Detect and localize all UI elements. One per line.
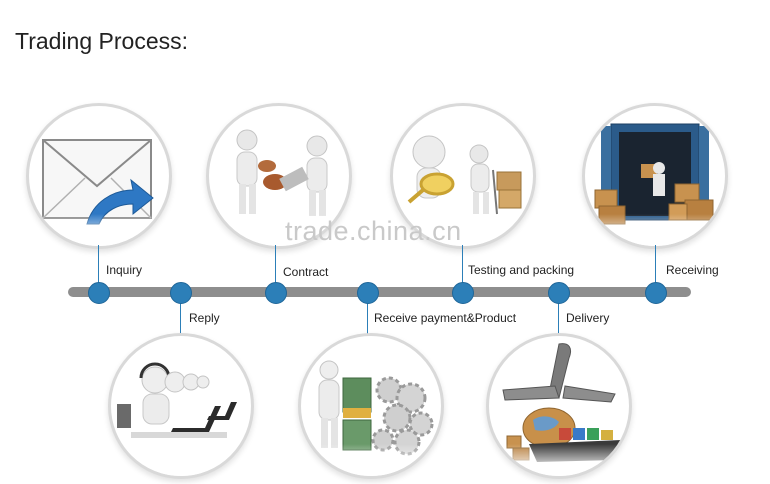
stem-inquiry [98, 245, 99, 283]
inquiry-image [26, 103, 172, 249]
node-inquiry [88, 282, 110, 304]
label-contract: Contract [283, 265, 329, 279]
call-center-icon [117, 362, 237, 438]
watermark: trade.china.cn [285, 216, 462, 246]
delivery-image [486, 333, 632, 479]
label-delivery: Delivery [566, 311, 610, 325]
label-reply: Reply [189, 311, 220, 325]
node-delivery [548, 282, 570, 304]
label-testing: Testing and packing [468, 263, 575, 277]
label-receiving: Receiving [666, 263, 719, 277]
contract-image [206, 103, 352, 249]
stem-payment [367, 302, 368, 338]
label-payment: Receive payment&Product [374, 311, 517, 325]
page-title: Trading Process: [15, 28, 188, 54]
label-inquiry: Inquiry [106, 263, 143, 277]
node-receiving [645, 282, 667, 304]
payment-product-image [298, 333, 444, 479]
handshake-sign-icon [236, 129, 328, 216]
node-reply [170, 282, 192, 304]
timeline-bar [68, 287, 691, 297]
receiving-image [582, 103, 728, 249]
stem-reply [180, 302, 181, 334]
reply-image [108, 333, 254, 479]
node-testing [452, 282, 474, 304]
stem-delivery [558, 302, 559, 338]
node-contract [265, 282, 287, 304]
stem-contract [275, 245, 276, 283]
stem-testing [462, 245, 463, 283]
node-payment [357, 282, 379, 304]
testing-packing-image [390, 103, 536, 249]
magnifier-cart-icon [407, 135, 522, 215]
stem-receiving [655, 245, 656, 283]
money-gears-icon [318, 360, 434, 456]
container-boxes-icon [594, 123, 714, 225]
envelope-icon [42, 139, 154, 225]
